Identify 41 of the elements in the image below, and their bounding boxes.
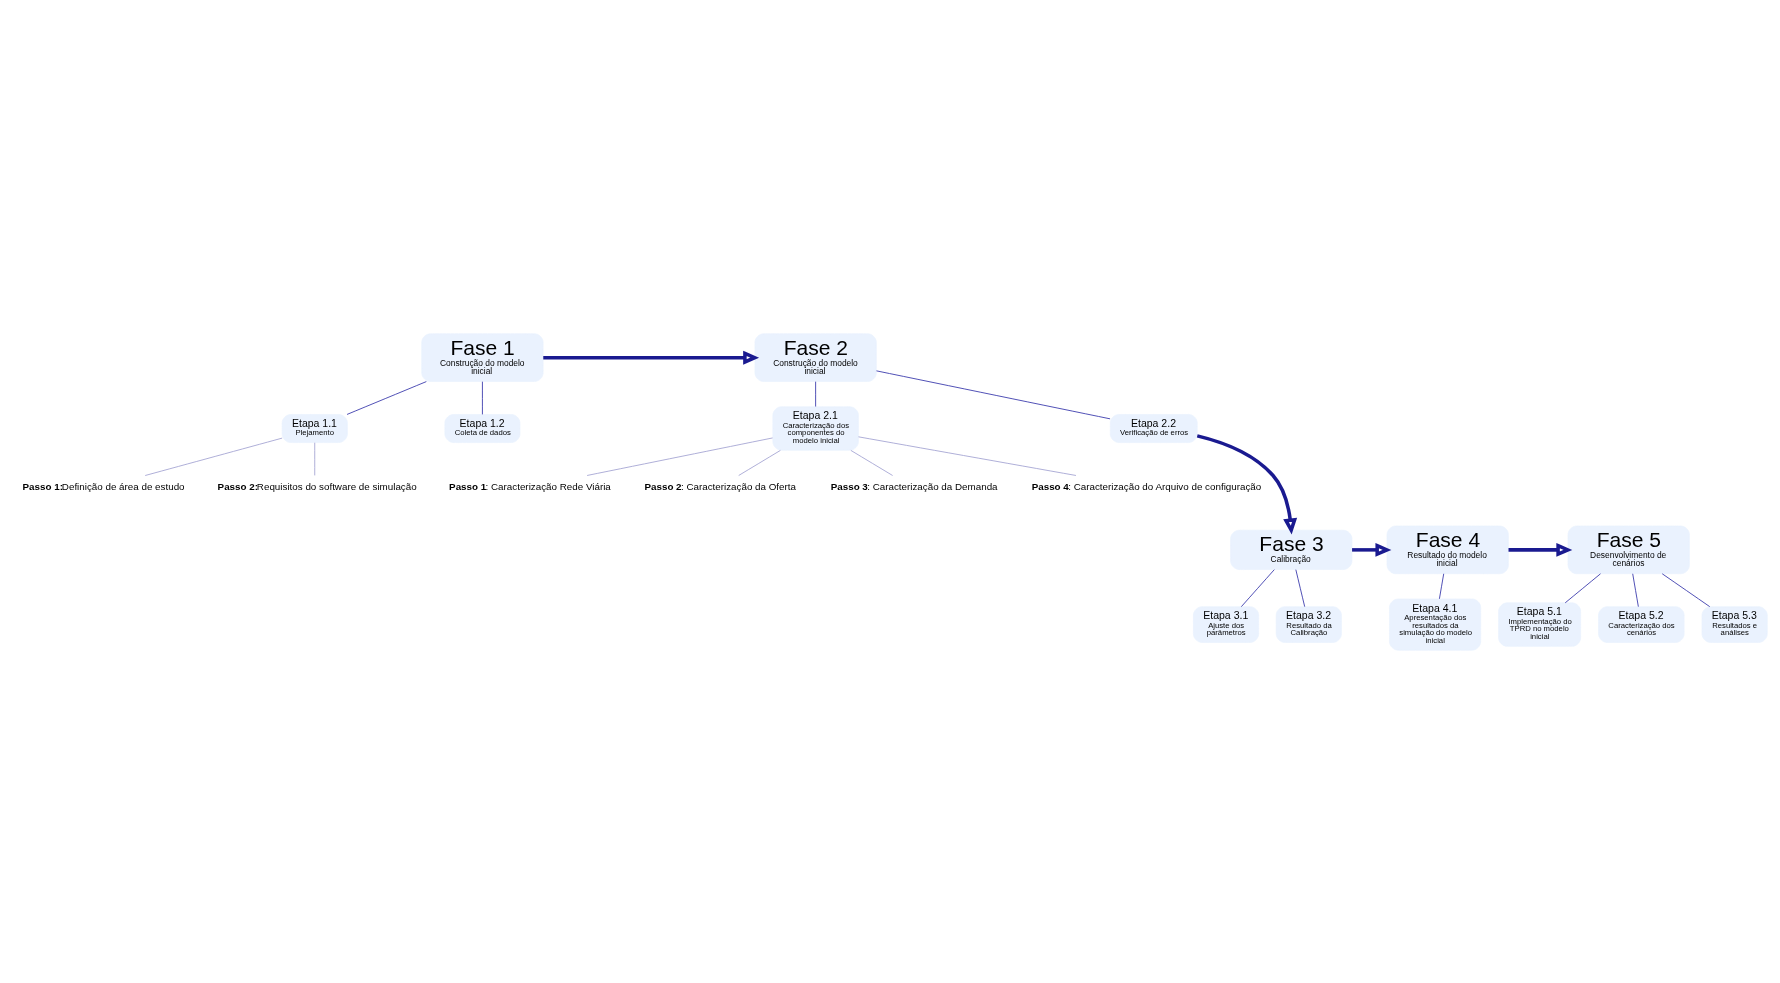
connector xyxy=(1661,572,1711,607)
arrow xyxy=(1352,542,1392,557)
node-box: Fase 1 Construção do modelo inicial xyxy=(421,332,544,382)
node-text: Passo 2: Caracterização da Oferta xyxy=(644,480,797,492)
node-box: Etapa 4.1 Apresentação dos resultados da simulação do modelo inicial xyxy=(1389,598,1482,651)
arrow xyxy=(1196,433,1298,534)
connector xyxy=(314,441,316,476)
node-box: Fase 5 Desenvolvimento de cenários xyxy=(1567,525,1690,574)
node-box: Etapa 5.3 Resultados e análises xyxy=(1701,605,1768,643)
node-box: Etapa 5.2 Caracterização dos cenários xyxy=(1598,605,1685,643)
connector xyxy=(1295,568,1306,607)
node-box: Etapa 2.1 Caracterização dos componentes do modelo inicial xyxy=(772,405,859,451)
node-text: Passo 3: Caracterização da Demanda xyxy=(830,480,998,492)
node-box: Fase 3 Calibração xyxy=(1230,529,1353,570)
node-box: Fase 4 Resultado do modelo inicial xyxy=(1386,525,1509,574)
node-box: Etapa 3.2 Resultado da Calibração xyxy=(1275,605,1342,643)
arrow xyxy=(1508,542,1573,557)
node-text: Passo 1: Caracterização Rede Viária xyxy=(449,480,611,492)
connector xyxy=(1439,572,1445,599)
node-box: Etapa 1.1 Plejamento xyxy=(281,413,348,443)
node-text: Passo 4: Caracterização do Arquivo de configuração xyxy=(1031,480,1262,492)
node-box: Etapa 3.1 Ajuste dos parâmetros xyxy=(1193,605,1259,643)
connector xyxy=(815,380,817,407)
node-box: Etapa 2.2 Verificação de erros xyxy=(1109,413,1198,443)
connector xyxy=(482,380,483,415)
connector xyxy=(346,380,427,415)
connector xyxy=(1632,572,1639,607)
connector xyxy=(876,369,1111,419)
node-box: Etapa 5.1 Implementação do TPRD no modelo inicial xyxy=(1498,602,1581,647)
connector xyxy=(858,435,1077,476)
node-text: Passo 1:Definição de área de estudo xyxy=(22,480,185,492)
connector xyxy=(144,437,283,476)
node-box: Etapa 1.2 Coleta de dados xyxy=(444,413,521,443)
connector xyxy=(850,449,893,476)
arrow xyxy=(543,350,760,365)
connector xyxy=(1240,568,1275,607)
connector xyxy=(738,449,781,476)
connector xyxy=(586,437,773,476)
node-text: Passo 2:Requisitos do software de simulação xyxy=(217,480,417,492)
connector xyxy=(1564,572,1601,603)
node-box: Fase 2 Construção do modelo inicial xyxy=(754,332,877,382)
